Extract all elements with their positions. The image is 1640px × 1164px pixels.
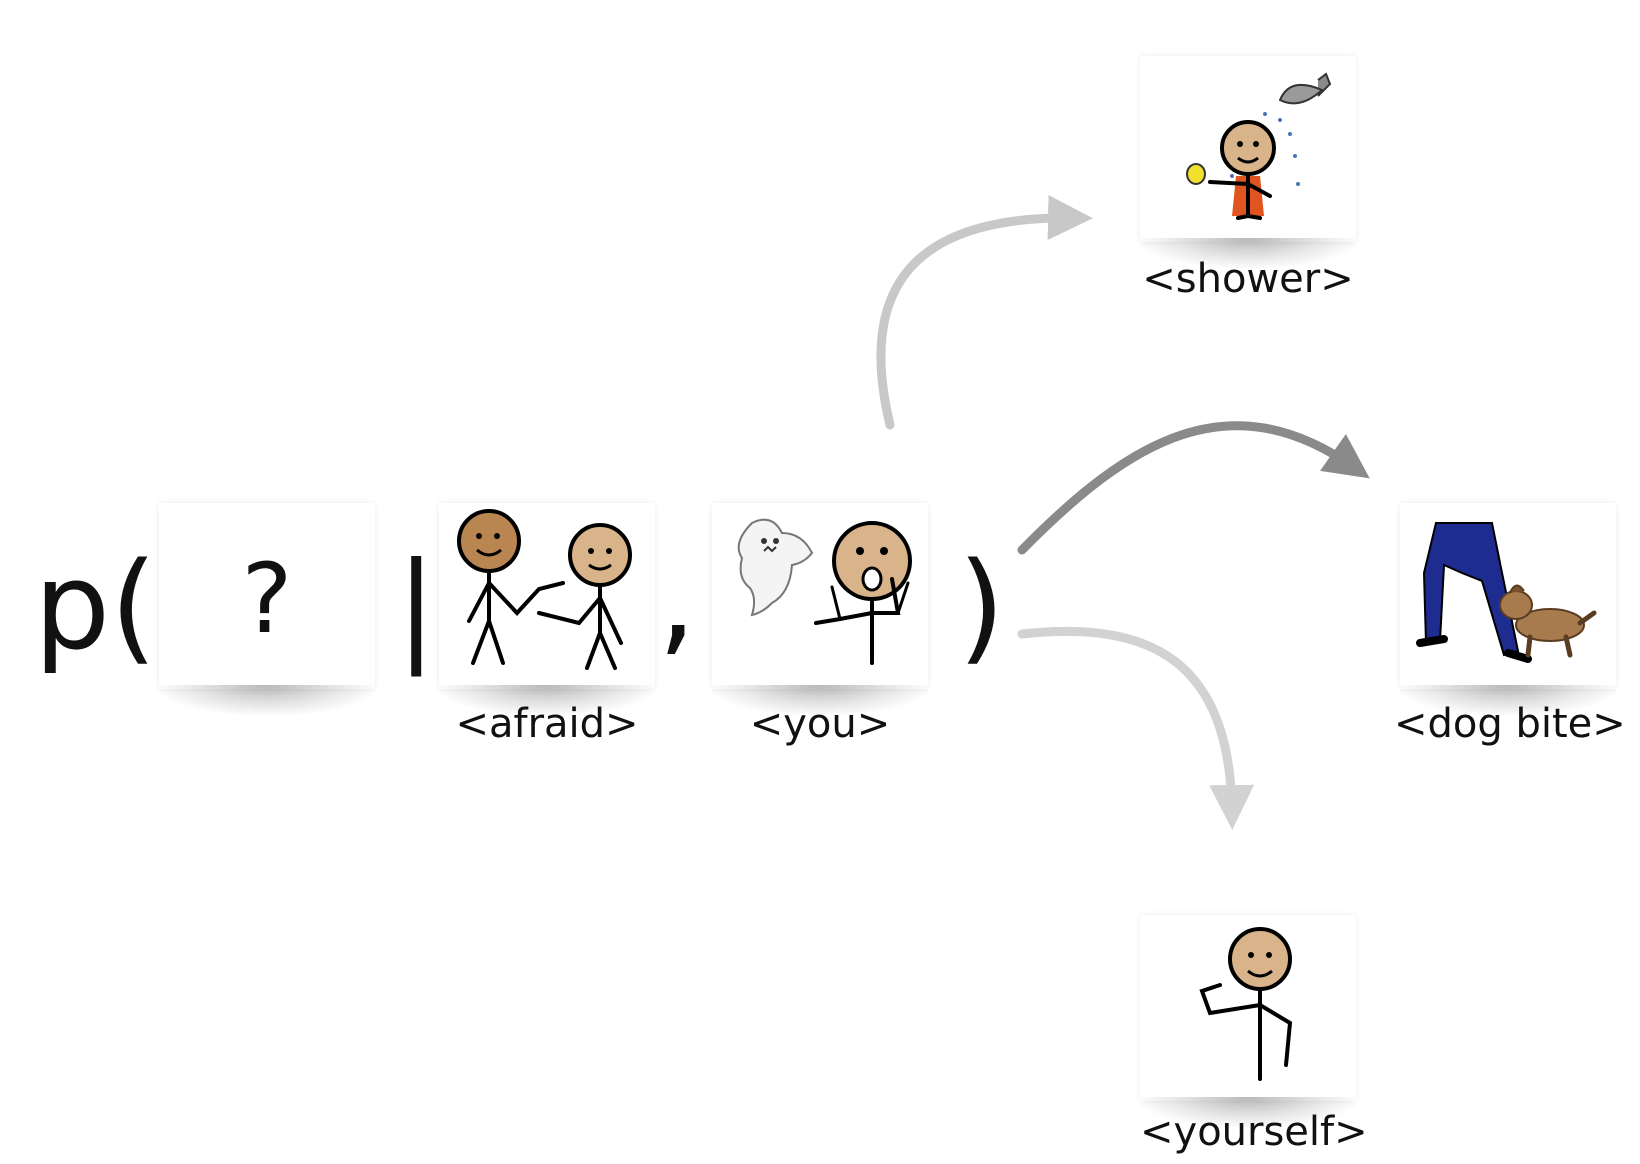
unknown-card: ? xyxy=(159,503,375,715)
arrow-to-dog-bite xyxy=(1017,421,1370,555)
person-showering-icon xyxy=(1186,72,1332,220)
you-label: <you> xyxy=(749,701,891,747)
dog-biting-leg-icon xyxy=(1416,522,1597,663)
afraid-card xyxy=(439,503,655,715)
formula-close: ) xyxy=(958,538,1005,677)
shower-label: <shower> xyxy=(1142,256,1354,302)
dog-bite-label: <dog bite> xyxy=(1394,701,1626,747)
scared-person-ghost-icon xyxy=(737,518,912,665)
shower-card xyxy=(1140,56,1356,268)
yourself-label: <yourself> xyxy=(1140,1109,1368,1155)
you-card xyxy=(712,503,928,715)
person-pointing-self-icon xyxy=(1199,927,1293,1081)
formula-comma: , xyxy=(658,530,697,669)
two-people-pointing-icon xyxy=(457,509,632,670)
formula-prefix: p( xyxy=(34,538,157,677)
arrow-to-shower xyxy=(876,195,1093,430)
formula-conditional-bar: | xyxy=(396,538,437,677)
afraid-label: <afraid> xyxy=(455,701,639,747)
yourself-card xyxy=(1140,915,1356,1127)
arrow-to-yourself xyxy=(1017,626,1255,830)
dog-bite-card xyxy=(1400,503,1616,715)
unknown-question-mark: ? xyxy=(241,543,293,655)
